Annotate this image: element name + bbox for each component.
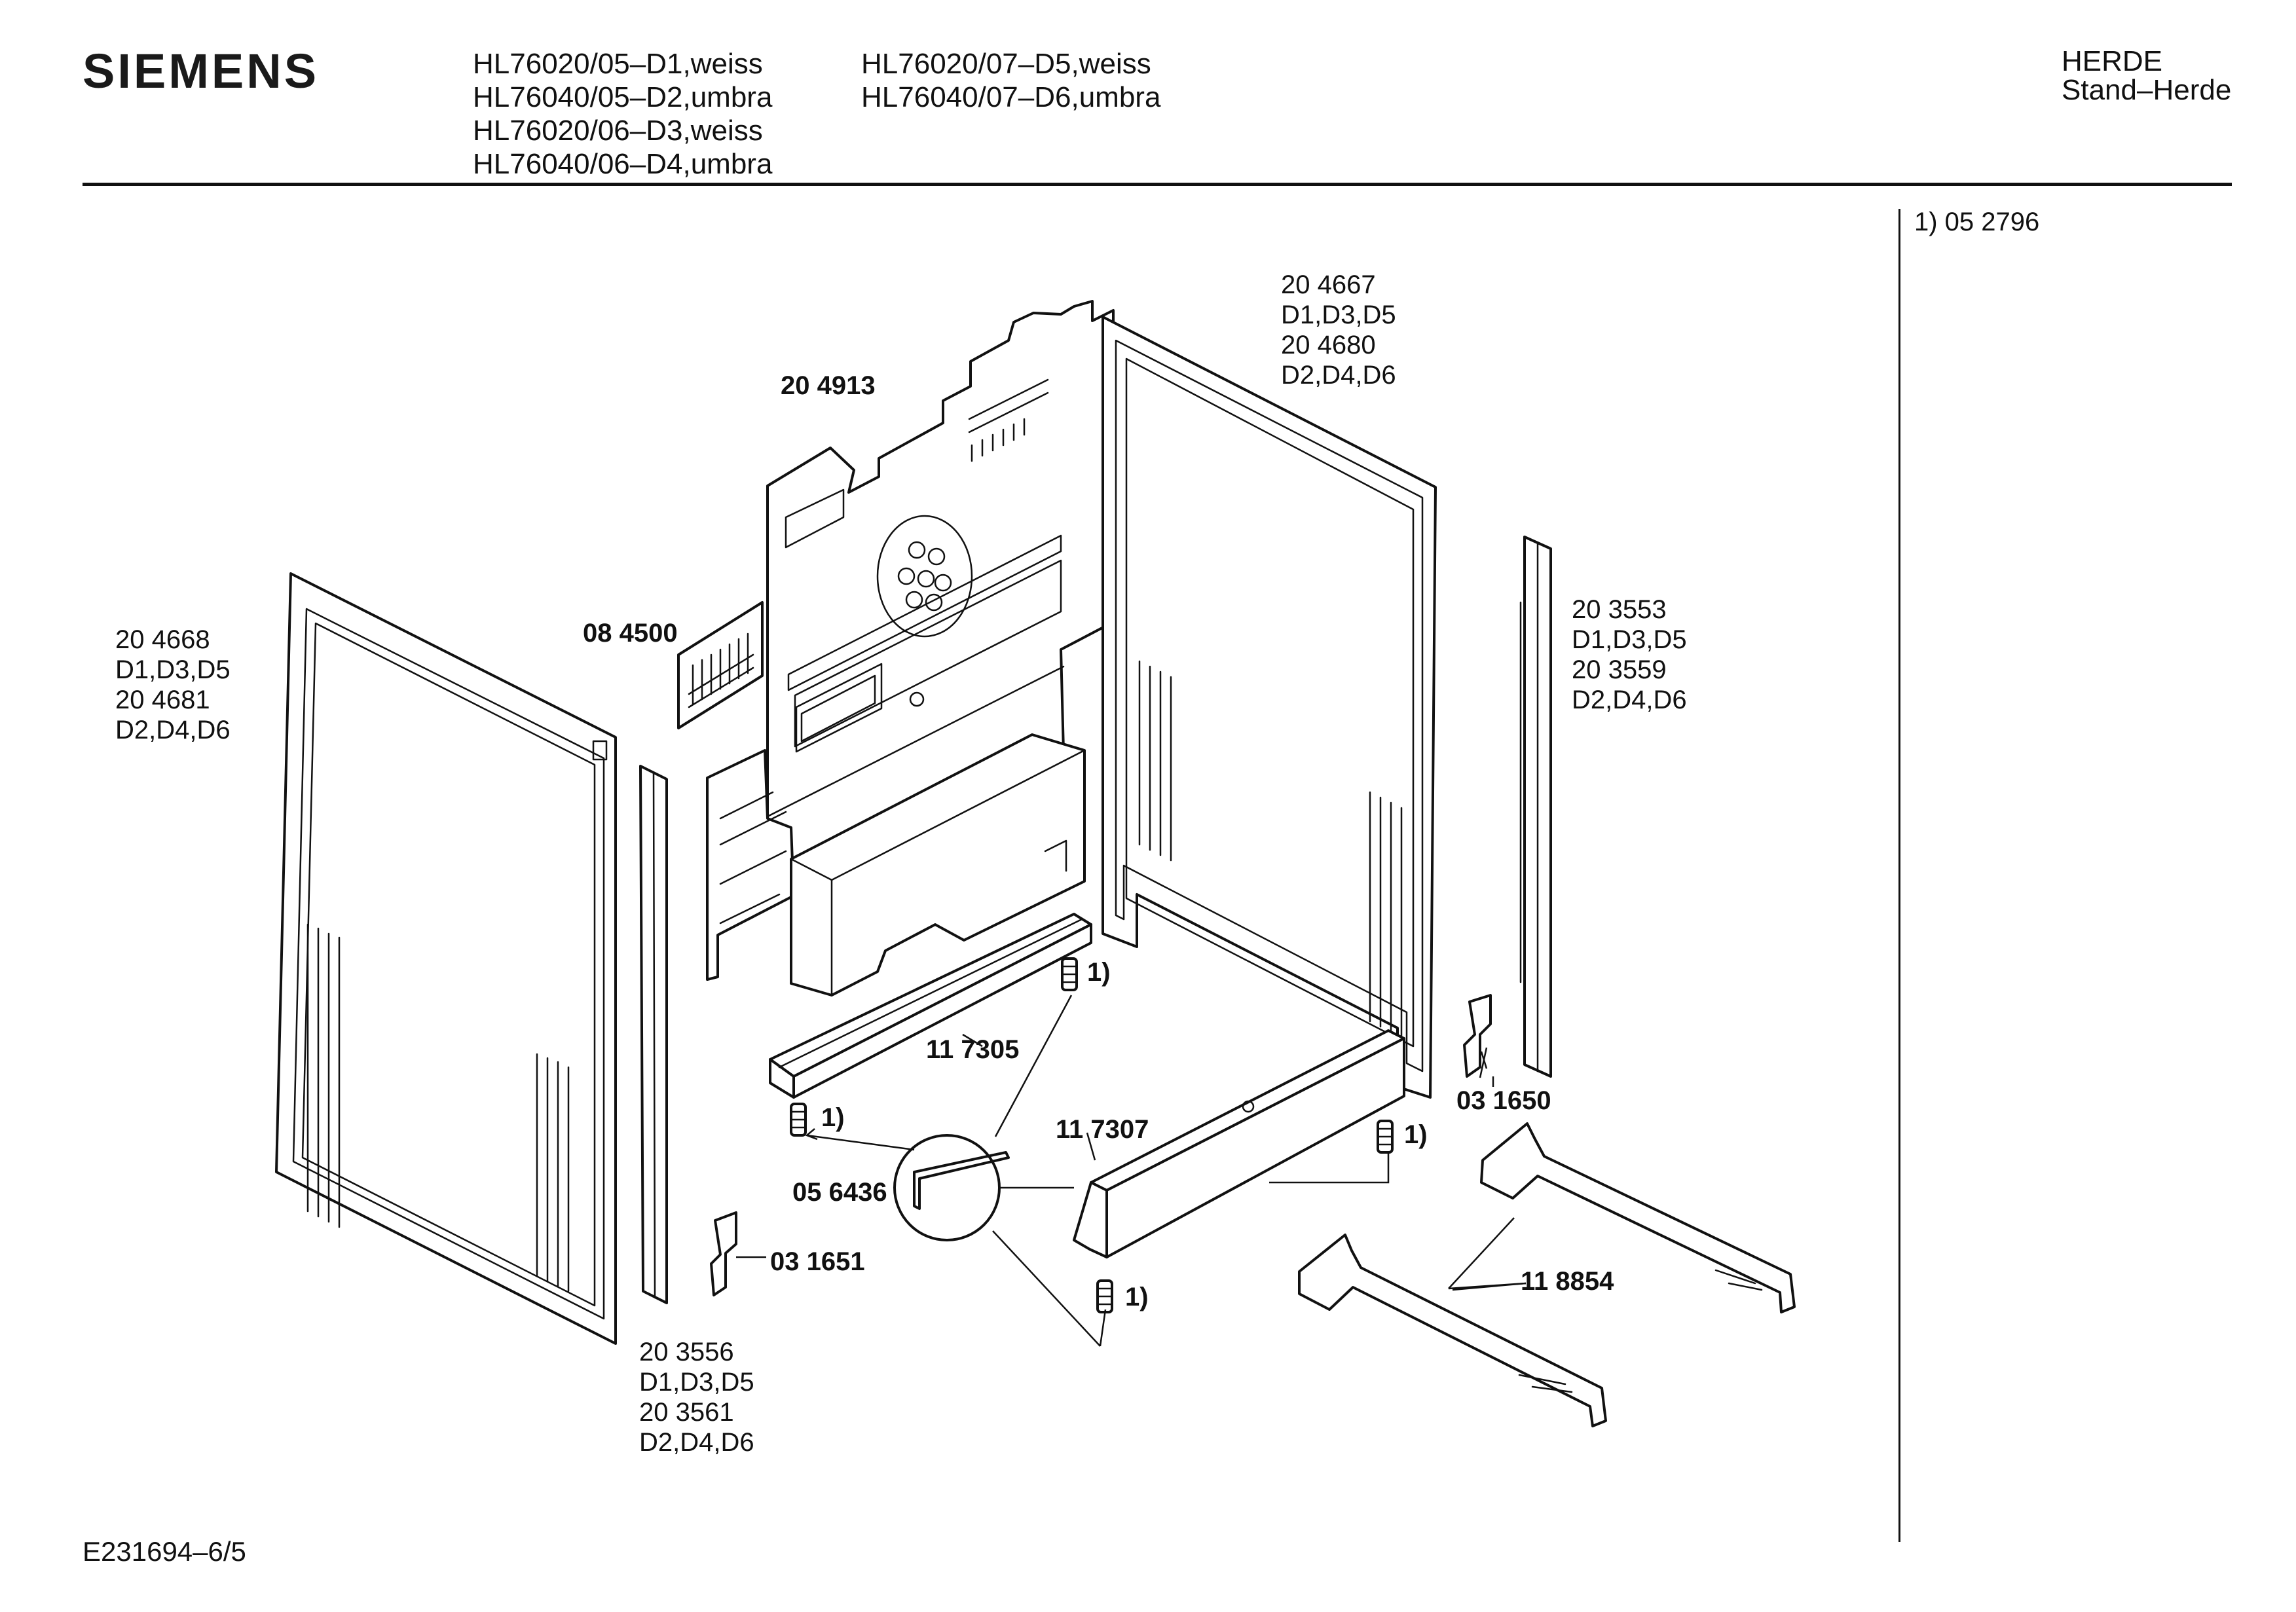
detail-magnifier [893,1134,1010,1241]
variant-codes: D2,D4,D6 [115,716,231,744]
part-label-right-side-strip: 20 3553 D1,D3,D5 20 3559 D2,D4,D6 [1572,595,1687,715]
category-block: HERDE Stand–Herde [2062,47,2231,105]
part-label-main-side-frame: 20 4667 D1,D3,D5 20 4680 D2,D4,D6 [1281,270,1396,390]
footnote-marker: 1) [1404,1120,1428,1149]
part-label-back-panel: 20 4913 [781,371,876,400]
part-number: 20 4680 [1281,331,1376,359]
header-divider [83,183,2232,186]
part-label-left-side-strip: 20 3556 D1,D3,D5 20 3561 D2,D4,D6 [639,1337,754,1457]
left-side-strip [639,765,668,1304]
part-number: 20 3559 [1572,655,1667,684]
model-line: HL76020/06–D3,weiss [473,115,763,147]
variant-codes: D2,D4,D6 [1572,686,1687,714]
left-side-panel [275,572,617,1345]
footnote-marker: 1) [1087,958,1111,987]
variant-codes: D1,D3,D5 [639,1368,754,1397]
right-side-strip [1519,536,1552,1078]
part-number: 20 3561 [639,1398,734,1427]
air-duct-box [790,733,1086,997]
model-line: HL76040/07–D6,umbra [861,81,1161,113]
part-label-rear-cross-rail: 11 7305 [926,1035,1020,1064]
variant-codes: D1,D3,D5 [115,655,231,684]
drawing-id: E231694–6/5 [83,1536,246,1567]
model-list-2: HL76020/07–D5,weiss HL76040/07–D6,umbra [861,47,1160,114]
model-line: HL76040/05–D2,umbra [473,81,773,113]
foot-bracket-back [1480,1122,1796,1313]
rear-cross-rail [769,913,1092,1099]
front-cross-rail [1073,1029,1405,1258]
part-number: 20 4667 [1281,270,1376,299]
hinge-right [1463,994,1492,1078]
part-label-foot-bracket: 11 8854 [1521,1267,1614,1296]
part-label-hinge-right: 03 1650 [1456,1086,1551,1115]
brand-logo: SIEMENS [83,44,320,98]
part-number: 20 3556 [639,1338,734,1366]
hinge-left [710,1211,737,1296]
model-line: HL76040/06–D4,umbra [473,148,773,180]
variant-codes: D2,D4,D6 [639,1428,754,1457]
footnote-marker: 1) [821,1103,845,1132]
leader-lines [736,995,1527,1347]
footnote-marker: 1) [1125,1283,1149,1311]
category-subtitle: Stand–Herde [2062,74,2232,106]
spring-fastener [1377,1120,1394,1154]
foot-bracket-front [1298,1234,1607,1427]
part-label-left-side-panel: 20 4668 D1,D3,D5 20 4681 D2,D4,D6 [115,625,231,745]
model-line: HL76020/05–D1,weiss [473,48,763,80]
part-number: 20 4681 [115,686,210,714]
spring-fastener [1061,957,1078,991]
part-label-front-cross-rail: 11 7307 [1056,1115,1149,1144]
footnote-legend: 1) 05 2796 [1914,208,2040,236]
main-side-frame [1102,316,1437,1099]
side-divider [1898,209,1900,1542]
category-title: HERDE [2062,45,2163,77]
louvre-grille [677,601,764,729]
spring-fastener [790,1103,807,1137]
variant-codes: D2,D4,D6 [1281,361,1396,390]
part-number: 20 4668 [115,625,210,654]
spring-fastener [1096,1279,1113,1313]
part-number: 20 3553 [1572,595,1667,624]
variant-codes: D1,D3,D5 [1281,301,1396,329]
variant-codes: D1,D3,D5 [1572,625,1687,654]
model-line: HL76020/07–D5,weiss [861,48,1151,80]
part-label-hinge-left: 03 1651 [770,1247,865,1276]
part-label-l-key: 05 6436 [792,1178,887,1207]
model-list-1: HL76020/05–D1,weiss HL76040/05–D2,umbra … [473,47,772,181]
part-label-louvre-grille: 08 4500 [583,619,678,648]
